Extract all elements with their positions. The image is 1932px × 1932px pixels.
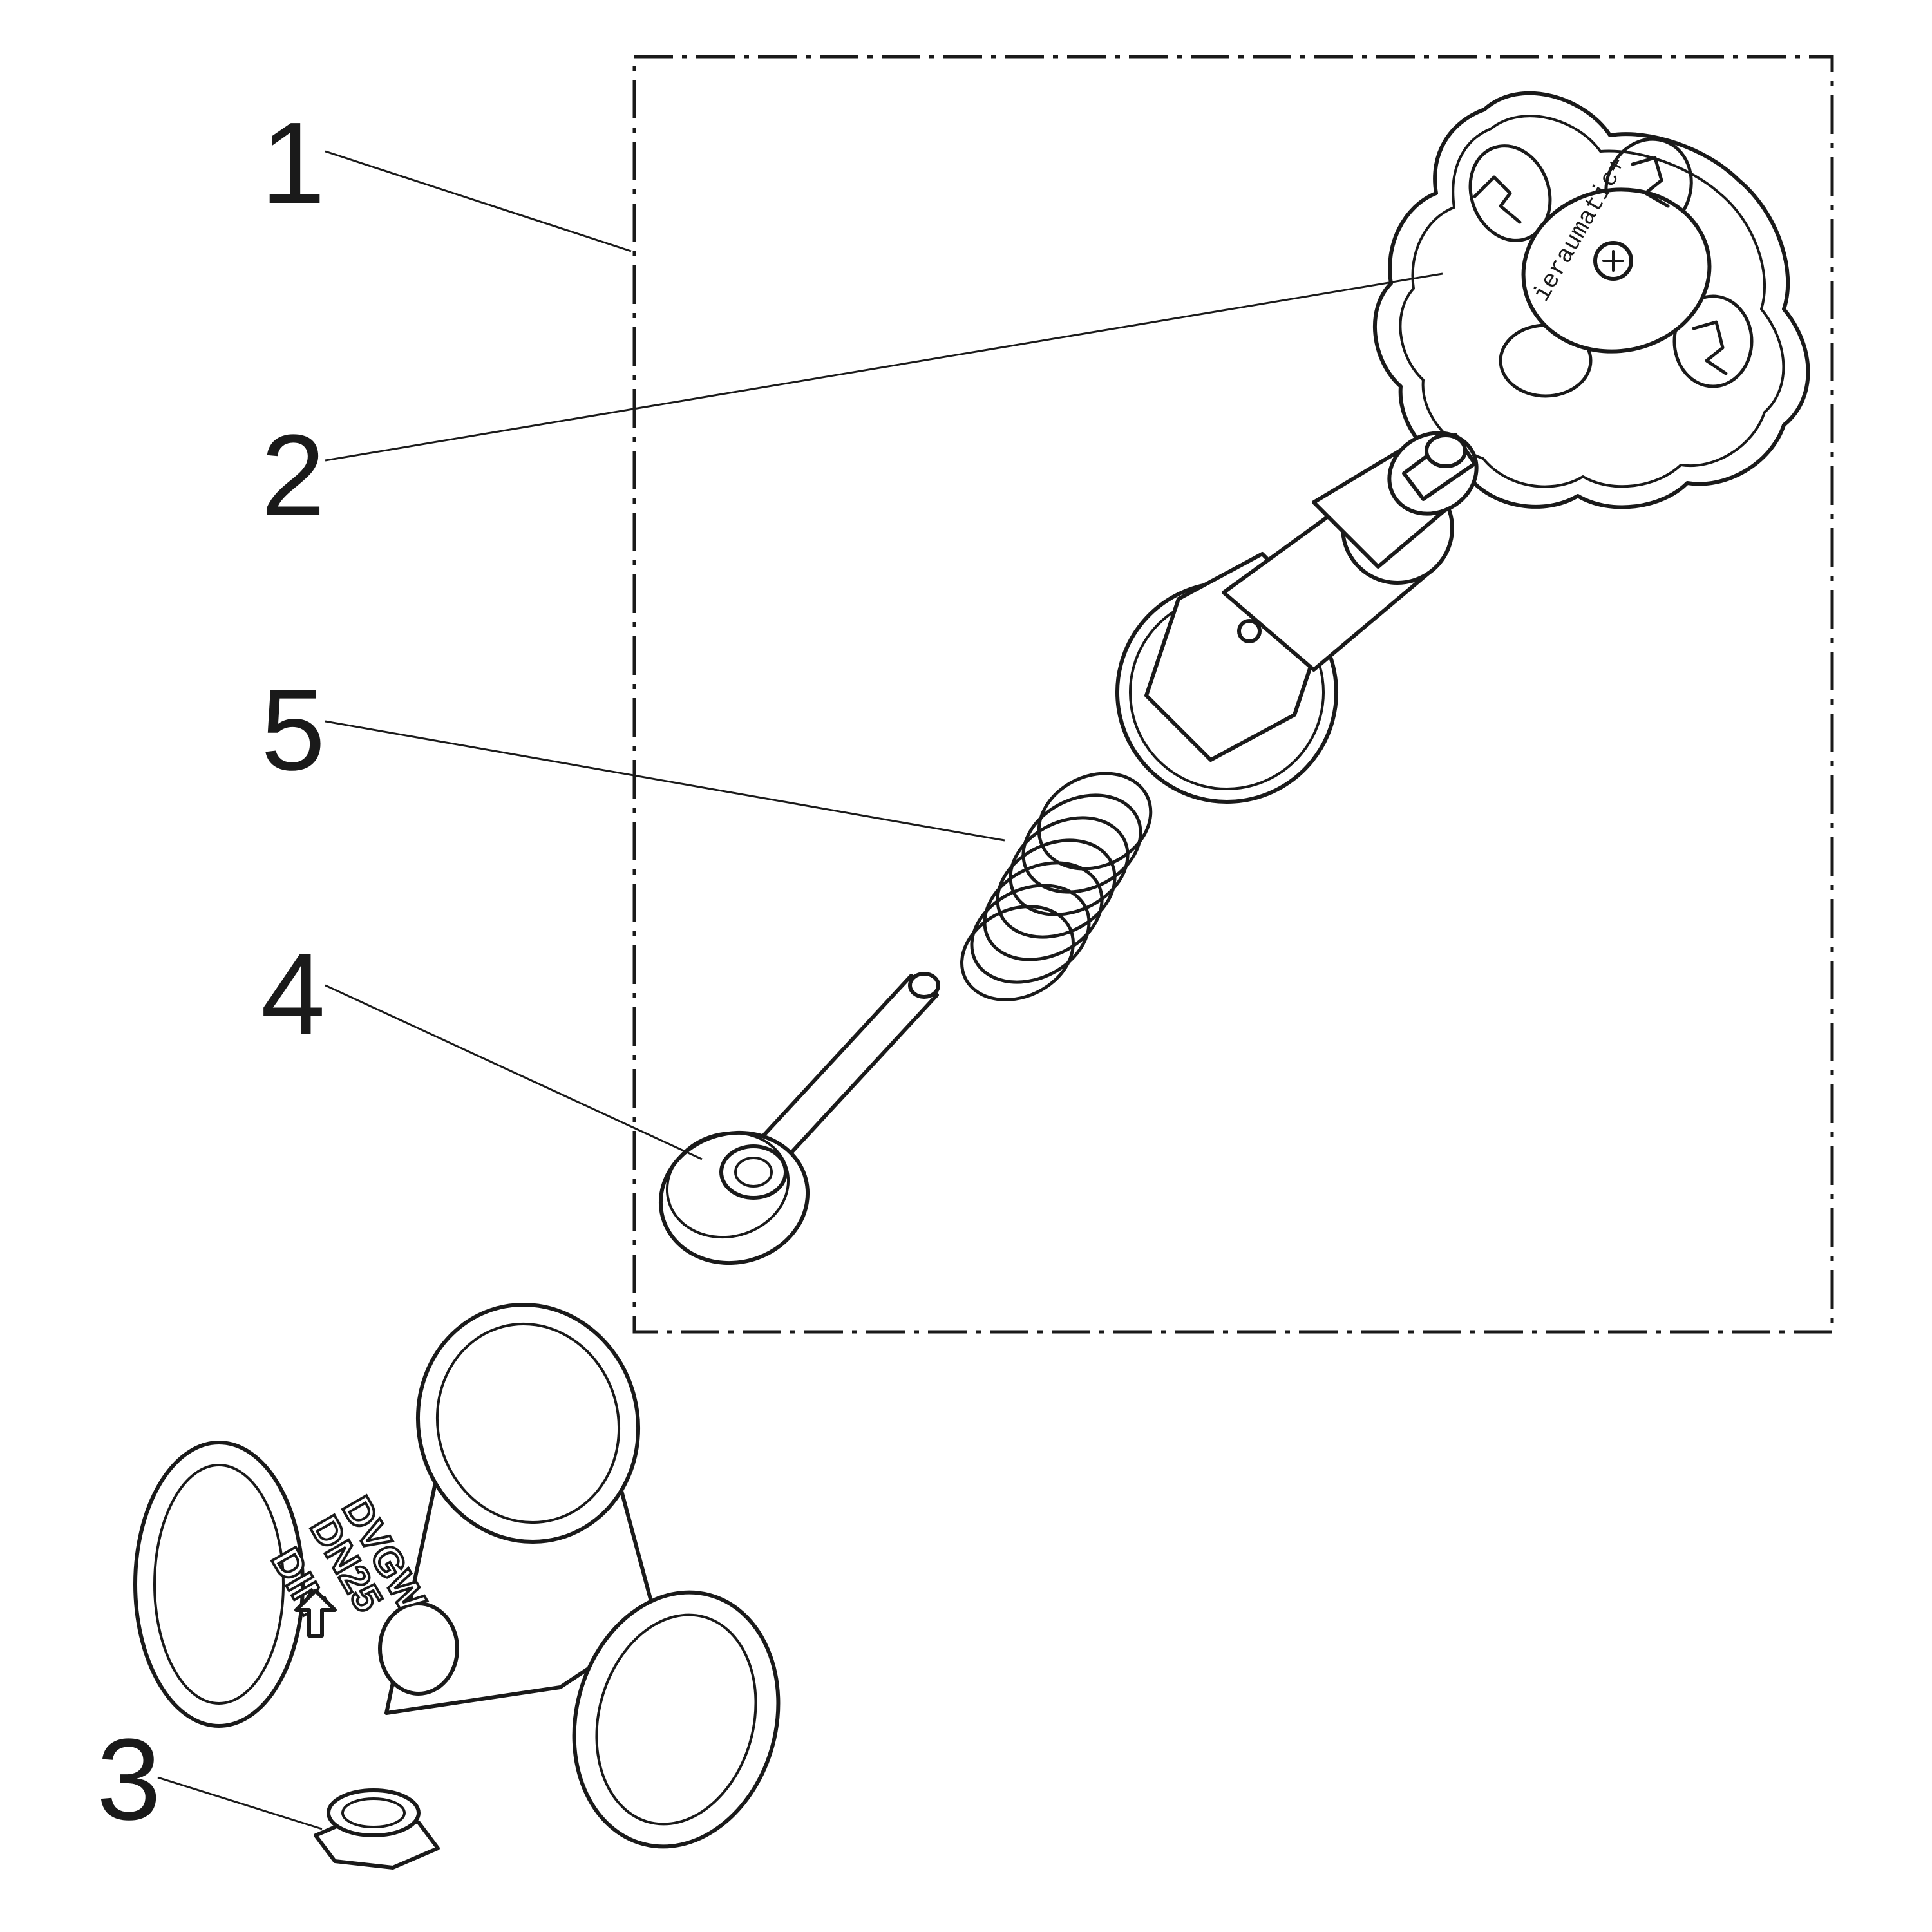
leader-3: [157, 1776, 323, 1830]
part-valve-body: DVGW DN25 DIN: [133, 1302, 781, 1849]
callout-2: 2: [261, 411, 325, 540]
callout-5: 5: [261, 665, 325, 795]
part-bonnet: [1115, 431, 1479, 804]
callout-1: 1: [261, 99, 325, 228]
callout-4: 4: [261, 929, 325, 1059]
leader-5: [325, 720, 1005, 842]
leader-2: [325, 272, 1443, 462]
callout-3: 3: [97, 1715, 161, 1844]
leader-4: [325, 984, 703, 1160]
part-handwheel: ieraumatic+: [1373, 91, 1810, 509]
part-spring: [960, 772, 1153, 1001]
part-valve-disc-stem: [658, 972, 940, 1265]
leader-1: [325, 150, 632, 252]
part-drain-plug: [314, 1788, 440, 1870]
